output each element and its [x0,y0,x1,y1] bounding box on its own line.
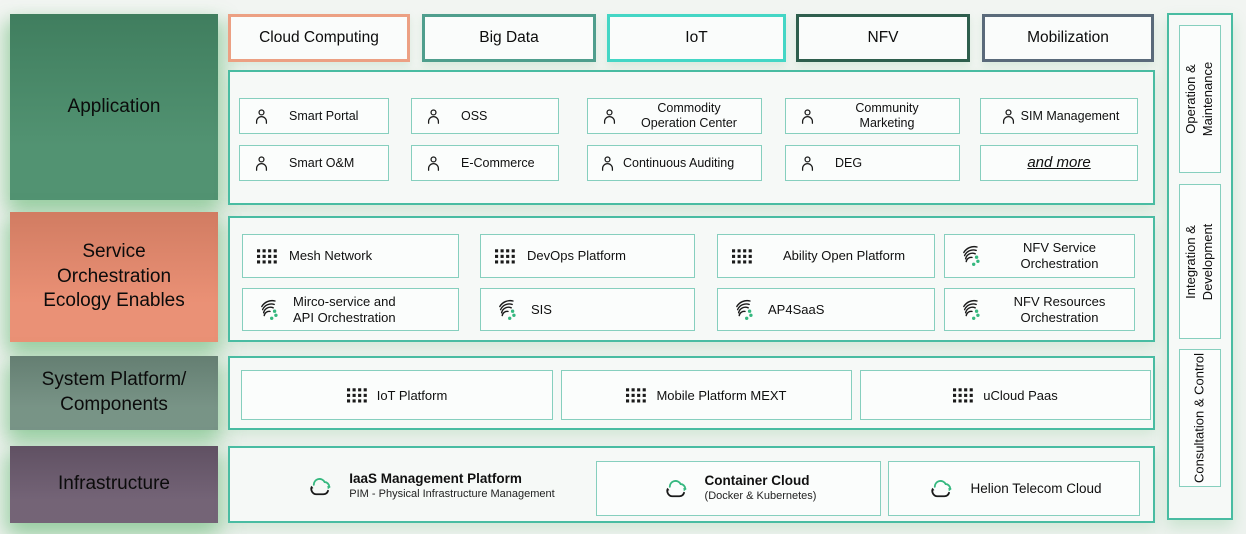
orchestration-icon [959,298,983,322]
platform-row-container: IoT Platform Mobile Platform MEXT uCloud… [228,356,1155,430]
person-icon [424,154,443,173]
category-nfv: NFV [796,14,970,62]
infra-item-subtitle: PIM - Physical Infrastructure Management [349,488,555,501]
person-icon [252,107,271,126]
app-item-label: Commodity Operation Center [641,101,737,130]
platform-item-label: uCloud Paas [983,387,1058,403]
app-item-label: E-Commerce [461,155,535,170]
app-item-smart-oandm: Smart O&M [239,145,389,181]
category-mobilization: Mobilization [982,14,1154,62]
app-item-commodity-operation-center: Commodity Operation Center [587,98,762,134]
infra-item-subtitle: (Docker & Kubernetes) [704,490,817,503]
orch-item-mesh-network: Mesh Network [242,234,459,278]
grid-icon [953,388,973,403]
orch-item-devops-platform: DevOps Platform [480,234,695,278]
app-item-label: Smart O&M [289,155,355,170]
app-item-label: SIM Management [1020,108,1120,123]
infra-item-iaas-management-platform: IaaS Management Platform PIM - Physical … [260,460,600,513]
category-cloud-computing: Cloud Computing [228,14,410,62]
orchestration-icon [257,298,281,322]
sidebar-item-label: Integration & Development [1183,223,1215,300]
orch-item-nfv-service-orchestration: NFV Service Orchestration [944,234,1135,278]
platform-item-iot-platform: IoT Platform [241,370,553,420]
grid-icon [495,249,515,264]
infra-item-title: Helion Telecom Cloud [970,481,1102,496]
app-item-smart-portal: Smart Portal [239,98,389,134]
layer-block-application: Application [10,14,218,200]
orch-item-label: NFV Service Orchestration [1020,240,1099,271]
orch-item-sis: SIS [480,288,695,331]
platform-item-ucloud-paas: uCloud Paas [860,370,1151,420]
app-item-label: OSS [461,108,488,123]
person-icon [252,154,271,173]
orch-item-label: DevOps Platform [527,248,626,264]
grid-icon [257,249,277,264]
orchestration-row-container: Mesh Network DevOps Platform Ability Ope… [228,216,1155,342]
orch-item-nfv-resources-orchestration: NFV Resources Orchestration [944,288,1135,331]
person-icon [600,107,619,126]
orch-item-mirco-service-api-orchestration: Mirco-service and API Orchestration [242,288,459,331]
person-icon [798,107,817,126]
orchestration-icon [732,298,756,322]
infra-item-helion-telecom-cloud: Helion Telecom Cloud [888,461,1140,516]
layer-block-system-platform: System Platform/ Components [10,356,218,430]
infra-item-title: IaaS Management Platform [349,471,522,487]
app-item-deg: DEG [785,145,960,181]
orchestration-icon [495,298,519,322]
cloud-icon [926,477,958,501]
orch-item-ap4saas: AP4SaaS [717,288,935,331]
orch-item-label: AP4SaaS [768,301,825,317]
right-sidebar: Operation & Maintenance Integration & De… [1167,13,1233,520]
app-item-continuous-auditing: Continuous Auditing [587,145,762,181]
sidebar-item-consultation-control: Consultation & Control [1179,349,1221,487]
app-item-label: DEG [835,155,863,170]
app-item-e-commerce: E-Commerce [411,145,559,181]
grid-icon [347,388,367,403]
orch-item-ability-open-platform: Ability Open Platform [717,234,935,278]
platform-item-mobile-platform-mext: Mobile Platform MEXT [561,370,852,420]
layer-block-service-orchestration: Service Orchestration Ecology Enables [10,212,218,342]
category-big-data: Big Data [422,14,596,62]
sidebar-item-operation-maintenance: Operation & Maintenance [1179,25,1221,173]
orch-item-label: Mesh Network [289,248,373,264]
application-row-container: Smart Portal OSS Commodity Operation Cen… [228,70,1155,205]
app-item-label: Smart Portal [289,108,359,123]
grid-icon [732,249,752,264]
grid-icon [626,388,646,403]
platform-item-label: IoT Platform [376,387,448,403]
orch-item-label: Ability Open Platform [782,248,906,264]
app-item-label: Community Marketing [855,101,919,130]
cloud-icon [305,475,337,499]
orch-item-label: SIS [531,301,552,317]
category-iot: IoT [607,14,786,62]
platform-item-label: Mobile Platform MEXT [656,387,787,403]
sidebar-item-integration-development: Integration & Development [1179,184,1221,339]
person-icon [424,107,443,126]
layer-block-infrastructure: Infrastructure [10,446,218,523]
infra-item-container-cloud: Container Cloud (Docker & Kubernetes) [596,461,881,516]
app-item-community-marketing: Community Marketing [785,98,960,134]
and-more-label: and more [1027,154,1091,172]
person-icon [598,154,617,173]
orch-item-label: NFV Resources Orchestration [1013,293,1106,325]
orch-item-label: Mirco-service and API Orchestration [293,293,396,325]
infra-item-title: Container Cloud [704,473,810,489]
app-item-sim-management: SIM Management [980,98,1138,134]
cloud-icon [661,477,693,501]
person-icon [798,154,817,173]
app-item-label: Continuous Auditing [623,155,735,170]
app-item-and-more: and more [980,145,1138,181]
sidebar-item-label: Consultation & Control [1191,352,1207,484]
orchestration-icon [959,244,983,268]
sidebar-item-label: Operation & Maintenance [1183,61,1215,137]
infrastructure-row-container: IaaS Management Platform PIM - Physical … [228,446,1155,523]
app-item-oss: OSS [411,98,559,134]
person-icon [999,107,1018,126]
